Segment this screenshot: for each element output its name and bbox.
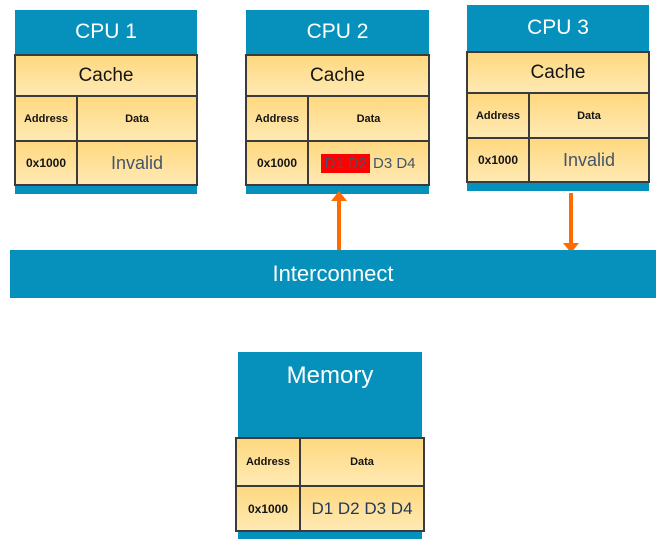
- cpu2-table-header-row: Address Data: [247, 97, 428, 142]
- cpu2-table-data-row: 0x1000 D1 D2 D3 D4: [247, 142, 428, 184]
- cpu2-data-value: D1 D2 D3 D4: [309, 142, 428, 184]
- cpu1-address-value: 0x1000: [16, 142, 78, 184]
- cpu3-arrowhead-down-icon: [563, 243, 579, 253]
- cpu3-address-value: 0x1000: [468, 139, 530, 181]
- cpu2-cache-table: Cache Address Data 0x1000 D1 D2 D3 D4: [245, 54, 430, 186]
- cpu1-table-header-row: Address Data: [16, 97, 196, 142]
- cpu1-bottom-strip: [15, 186, 197, 194]
- cpu2-cache-label: Cache: [247, 56, 428, 97]
- cpu3-box: CPU 3 Cache Address Data 0x1000 Invalid: [466, 5, 650, 191]
- cpu3-address-header-cell: Address: [468, 94, 530, 137]
- cpu1-address-header-cell: Address: [16, 97, 78, 140]
- cpu3-cache-table: Cache Address Data 0x1000 Invalid: [466, 51, 650, 183]
- cpu2-bottom-strip: [246, 186, 429, 194]
- cpu3-interconnect-arrow: [569, 193, 573, 243]
- cpu3-data-header-cell: Data: [530, 94, 648, 137]
- memory-data-header-cell: Data: [301, 439, 423, 485]
- cpu2-title: CPU 2: [246, 10, 429, 54]
- cpu1-data-header-cell: Data: [78, 97, 196, 140]
- interconnect-bar: Interconnect: [10, 250, 656, 298]
- cpu2-arrowhead-up-icon: [331, 191, 347, 201]
- memory-table-data-row: 0x1000 D1 D2 D3 D4: [237, 487, 423, 530]
- memory-bottom-strip: [238, 532, 422, 539]
- cpu1-cache-table: Cache Address Data 0x1000 Invalid: [14, 54, 198, 186]
- cpu1-table-data-row: 0x1000 Invalid: [16, 142, 196, 184]
- cpu1-title: CPU 1: [15, 10, 197, 54]
- cpu1-cache-label: Cache: [16, 56, 196, 97]
- memory-address-value: 0x1000: [237, 487, 301, 530]
- cpu1-data-value: Invalid: [78, 142, 196, 184]
- cpu3-data-value: Invalid: [530, 139, 648, 181]
- memory-title: Memory: [286, 362, 374, 389]
- memory-address-header-cell: Address: [237, 439, 301, 485]
- memory-table-header-row: Address Data: [237, 439, 423, 487]
- memory-table: Address Data 0x1000 D1 D2 D3 D4: [235, 437, 425, 532]
- cpu3-bottom-strip: [467, 183, 649, 191]
- cpu2-address-value: 0x1000: [247, 142, 309, 184]
- cpu3-table-data-row: 0x1000 Invalid: [468, 139, 648, 181]
- cpu2-interconnect-arrow: [337, 200, 341, 252]
- cpu2-data-highlighted: D1 D2: [321, 153, 370, 173]
- cpu2-data-header-cell: Data: [309, 97, 428, 140]
- memory-box: Memory: [238, 352, 422, 437]
- cpu3-table-header-row: Address Data: [468, 94, 648, 139]
- cpu3-cache-label: Cache: [468, 53, 648, 94]
- cpu2-box: CPU 2 Cache Address Data 0x1000 D1 D2 D3…: [245, 10, 430, 194]
- cpu1-box: CPU 1 Cache Address Data 0x1000 Invalid: [14, 10, 198, 194]
- cpu2-address-header-cell: Address: [247, 97, 309, 140]
- cpu3-title: CPU 3: [467, 5, 649, 51]
- cpu2-data-rest: D3 D4: [373, 154, 416, 172]
- memory-data-value: D1 D2 D3 D4: [301, 487, 423, 530]
